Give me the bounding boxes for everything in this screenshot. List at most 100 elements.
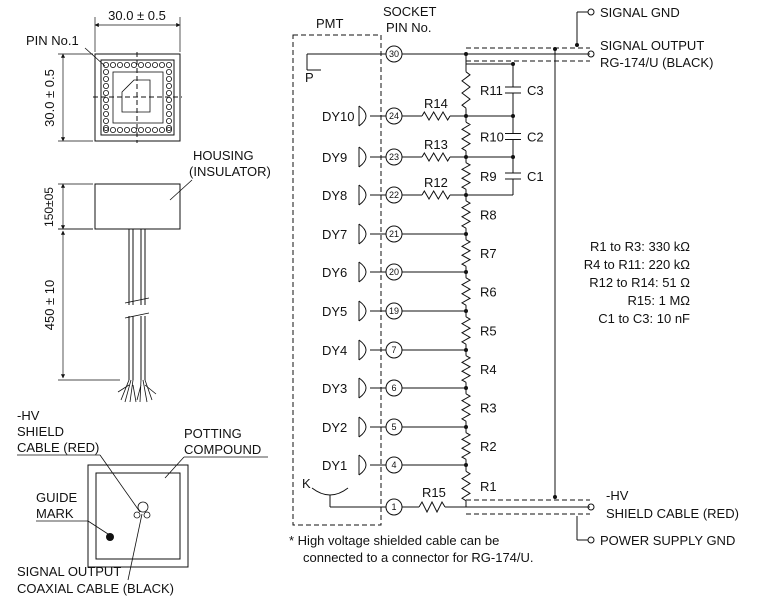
hv-circuit-label: -HV <box>606 488 629 503</box>
capacitor-c1: C1 <box>466 155 544 196</box>
potting-label: POTTING <box>184 426 242 441</box>
housing-body <box>94 183 181 230</box>
resistor-label: R1 <box>480 479 497 494</box>
resistor-r2: R2 <box>460 427 497 465</box>
resistor-r4: R4 <box>460 350 497 388</box>
cathode-label: K <box>302 476 311 491</box>
series-resistor-label: R14 <box>424 96 448 111</box>
power-gnd-label: POWER SUPPLY GND <box>600 533 735 548</box>
r15-label: R15 <box>422 485 446 500</box>
resistor-r8: R8 <box>460 195 497 234</box>
resistor-label: R11 <box>480 83 503 98</box>
dynode-dy6: DY6 20 <box>322 261 468 283</box>
note-line1: * High voltage shielded cable can be <box>289 533 499 548</box>
series-resistor-label: R13 <box>424 137 448 152</box>
resistor-r7: R7 <box>460 234 497 272</box>
socket-pin: 6 <box>391 383 396 393</box>
pin-ring <box>103 62 172 134</box>
signal-output-circuit-label: SIGNAL OUTPUT <box>600 38 704 53</box>
top-view: 30.0 ± 0.5 30.0 ± 0.5 PIN No.1 <box>26 8 182 143</box>
socket-pin: 22 <box>389 190 399 200</box>
socket-label: SOCKET <box>383 4 437 19</box>
housing-height-dimension: 150±05 <box>42 187 56 227</box>
resistor-label: R7 <box>480 246 497 261</box>
coaxial-cable-label: COAXIAL CABLE (BLACK) <box>17 581 174 596</box>
component-value: R4 to R11: 220 kΩ <box>584 257 691 272</box>
width-dimension: 30.0 ± 0.5 <box>108 8 166 23</box>
resistor-r10: R10 <box>461 116 504 157</box>
height-dimension: 30.0 ± 0.5 <box>42 69 57 127</box>
socket-pin: 4 <box>391 460 396 470</box>
socket-pin-label: PIN No. <box>386 20 432 35</box>
resistor-label: R6 <box>480 285 497 300</box>
socket-pin: 23 <box>389 152 399 162</box>
anode-pin: 30 <box>389 49 399 59</box>
dynode-label: DY5 <box>322 304 347 319</box>
dynode-dy1: DY1 4 <box>322 454 468 476</box>
cable-length-dimension: 450 ± 10 <box>42 280 57 331</box>
component-value: R15: 1 MΩ <box>628 293 691 308</box>
socket-pin: 5 <box>391 422 396 432</box>
note-line2: connected to a connector for RG-174/U. <box>303 550 534 565</box>
dynode-label: DY7 <box>322 227 347 242</box>
resistor-r6: R6 <box>460 272 497 311</box>
guide-label: GUIDE <box>36 490 78 505</box>
socket-pin: 19 <box>389 306 399 316</box>
signal-cable-end <box>133 511 141 519</box>
resistor-r3: R3 <box>460 388 497 427</box>
dynode-label: DY8 <box>322 188 347 203</box>
capacitor-c2: C2 <box>466 114 544 158</box>
dynode-dy2: DY2 5 <box>322 416 468 438</box>
dynode-label: DY10 <box>322 109 355 124</box>
bottom-housing <box>87 464 189 568</box>
guide-mark <box>106 533 114 541</box>
socket-pin: 20 <box>389 267 399 277</box>
dynode-dy8: DY8 22 R12 <box>322 175 468 206</box>
dynode-dy5: DY5 19 <box>322 300 468 322</box>
dynode-label: DY1 <box>322 458 347 473</box>
capacitor-label: C2 <box>527 130 544 145</box>
resistor-label: R10 <box>480 130 504 145</box>
series-resistor-label: R12 <box>424 175 448 190</box>
dynode-label: DY9 <box>322 150 347 165</box>
socket-pin: 24 <box>389 111 399 121</box>
anode-label: P <box>305 70 314 85</box>
pmt-box <box>292 34 382 526</box>
resistor-label: R5 <box>480 324 497 339</box>
dynode-label: DY3 <box>322 381 347 396</box>
hv-label: -HV <box>17 408 40 423</box>
resistor-label: R2 <box>480 439 497 454</box>
resistor-label: R8 <box>480 208 497 223</box>
hv-cable-label: CABLE (RED) <box>17 440 99 455</box>
socket-pin: 7 <box>391 345 396 355</box>
resistor-r1: R1 <box>461 465 497 507</box>
compound-label: COMPOUND <box>184 442 261 457</box>
signal-output-label: SIGNAL OUTPUT <box>17 564 121 579</box>
shield-label: SHIELD <box>17 424 64 439</box>
component-value: R12 to R14: 51 Ω <box>589 275 690 290</box>
dynode-dy10: DY10 24 R14 <box>322 96 468 127</box>
dynode-label: DY6 <box>322 265 347 280</box>
rg174-label: RG-174/U (BLACK) <box>600 55 713 70</box>
hv-cable-end <box>137 501 149 513</box>
capacitor-c3: C3 <box>466 62 544 117</box>
housing-label: HOUSING <box>193 148 254 163</box>
pin-no1-label: PIN No.1 <box>26 33 79 48</box>
dynode-dy4: DY4 7 <box>322 339 468 361</box>
resistor-label: R3 <box>480 401 497 416</box>
cathode-pin: 1 <box>391 502 396 512</box>
dynode-label: DY4 <box>322 343 347 358</box>
dynode-dy9: DY9 23 R13 <box>322 137 468 168</box>
dynode-label: DY2 <box>322 420 347 435</box>
resistor-r9: R9 <box>460 157 497 195</box>
resistor-label: R9 <box>480 169 497 184</box>
signal-gnd-label: SIGNAL GND <box>600 5 680 20</box>
capacitor-label: C1 <box>527 169 544 184</box>
component-value: R1 to R3: 330 kΩ <box>590 239 690 254</box>
pmt-label: PMT <box>316 16 344 31</box>
bottom-view: -HV SHIELD CABLE (RED) POTTING COMPOUND … <box>17 408 268 596</box>
